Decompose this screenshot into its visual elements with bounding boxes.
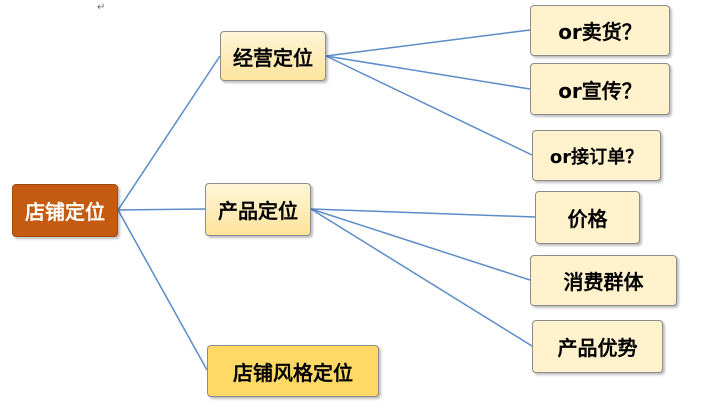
- leaf-node-label: or接订单？: [549, 146, 644, 168]
- leaf-node-product-advantages: 产品优势: [532, 320, 663, 373]
- branch-node-store-style-positioning: 店铺风格定位: [207, 345, 379, 397]
- edge-business-to-orders: [325, 55, 533, 156]
- leaf-node-label: or宣传？: [558, 78, 642, 103]
- leaf-node-taking-orders: or接订单？: [532, 130, 661, 181]
- edge-root-to-product: [117, 208, 206, 211]
- root-node-label: 店铺定位: [25, 200, 105, 224]
- branch-node-label: 店铺风格定位: [233, 360, 353, 385]
- branch-node-label: 经营定位: [233, 45, 313, 70]
- leaf-node-label: 消费群体: [563, 270, 644, 294]
- edge-product-to-price: [310, 208, 536, 218]
- edge-product-to-advantages: [310, 208, 533, 347]
- root-node-store-positioning: 店铺定位: [12, 184, 118, 237]
- branch-node-business-positioning: 经营定位: [220, 31, 326, 81]
- edge-product-to-groups: [310, 208, 531, 281]
- leaf-node-label: 产品优势: [557, 336, 638, 360]
- paragraph-mark: ↵: [97, 2, 106, 13]
- edge-root-to-business: [117, 55, 221, 211]
- leaf-node-label: or卖货？: [558, 20, 642, 44]
- edge-business-to-selling: [325, 29, 531, 57]
- leaf-node-promotion: or宣传？: [530, 63, 670, 115]
- leaf-node-consumer-groups: 消费群体: [530, 255, 677, 306]
- leaf-node-selling-goods: or卖货？: [530, 5, 670, 56]
- leaf-node-price: 价格: [535, 191, 640, 244]
- edge-business-to-promotion: [325, 55, 531, 90]
- edge-root-to-style: [117, 209, 208, 371]
- branch-node-label: 产品定位: [218, 199, 298, 223]
- leaf-node-label: 价格: [567, 207, 608, 231]
- branch-node-product-positioning: 产品定位: [205, 183, 311, 236]
